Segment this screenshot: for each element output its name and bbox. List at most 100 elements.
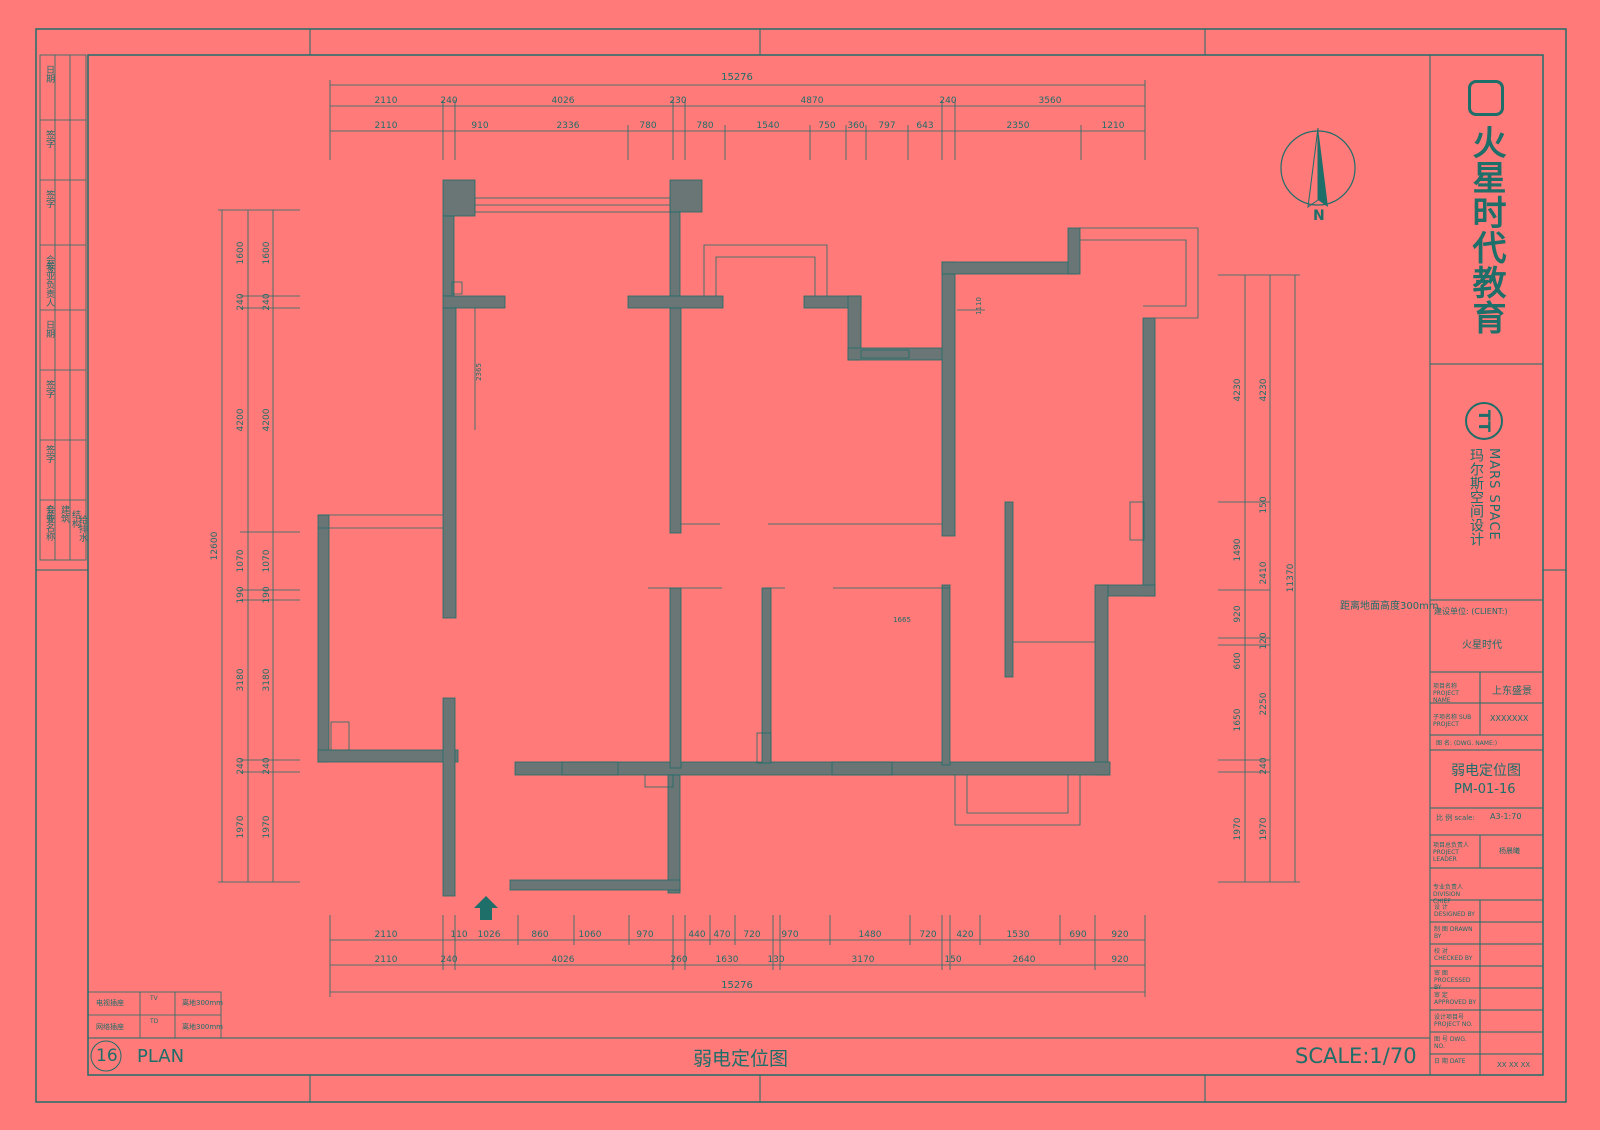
dimension-label: 470 [713,930,730,940]
title-block-row-value: XX XX XX [1497,1061,1531,1069]
dimension-label: 150 [944,955,961,965]
left-strip-text: 签字 [44,445,54,463]
dimension-label: 1630 [716,955,739,965]
legend-row-note: 离地300mm [182,999,223,1007]
dimension-label: 2110 [375,96,398,106]
dimension-label: 240 [262,293,272,310]
dimension-label: 920 [1111,955,1128,965]
dimension-label: 2365 [475,363,483,381]
dimension-label: 2110 [375,955,398,965]
dimension-label: 1970 [1259,817,1269,840]
north-label: N [1313,208,1325,224]
sub-project-value: XXXXXXX [1490,714,1529,723]
dimension-label: 2110 [375,930,398,940]
floor-plan-walls [317,179,1156,897]
dimension-label: 2410 [1259,561,1269,584]
scale-label: 比 例 scale: [1436,814,1475,822]
client-label: 建设单位: (CLIENT:) [1434,607,1508,616]
left-strip-text: 签字 [44,130,54,148]
partner-name-en: MARS SPACE [1486,448,1501,541]
left-strip [39,54,87,561]
dimension-label: 1970 [1233,817,1243,840]
dimension-label: 690 [1069,930,1086,940]
dimension-label: 797 [878,121,895,131]
dimension-label: 4230 [1259,378,1269,401]
dimension-lines [218,80,1300,997]
title-block-row-label: 图 号 DWG. NO. [1434,1036,1467,1050]
legend-row-symbol: TV [150,995,158,1002]
dimension-label: 240 [236,757,246,774]
title-block-row-label: 审 图 PROCESSED BY [1434,970,1471,991]
dimension-label: 4026 [552,96,575,106]
dimension-label: 1970 [262,815,272,838]
dimension-label: 970 [636,930,653,940]
dimension-label: 240 [440,955,457,965]
dimension-label: 230 [669,96,686,106]
dimension-label: 1970 [236,815,246,838]
title-block-row-label: 日 期 DATE [1434,1058,1466,1065]
dimension-label: 240 [236,293,246,310]
left-strip-text: 专业负责人 [44,262,54,307]
sub-project-label: 子项名称 SUB PROJECT [1433,714,1472,728]
dimension-label: 720 [919,930,936,940]
brand-name: 火星时代教育 [1466,125,1506,335]
left-strip-text: 会签 [44,255,54,273]
dimension-label: 860 [531,930,548,940]
dimension-label: 600 [1233,652,1243,669]
dimension-label: 130 [767,955,784,965]
dimension-label: 920 [1111,930,1128,940]
north-arrow [1280,127,1356,209]
left-strip-text: 给排水 [77,515,87,542]
dimension-label: 190 [262,586,272,603]
legend-row-name: 电视插座 [96,999,124,1007]
drawing-name-label: 图 名: (DWG. NAME:) [1436,740,1498,747]
dimension-label: 240 [939,96,956,106]
dimension-label: 970 [781,930,798,940]
dimension-label: 190 [236,586,246,603]
dimension-total: 11370 [1286,563,1296,592]
partner-logo-icon: TT [1465,402,1503,440]
inner-border [87,54,1544,1076]
dimension-label: 4230 [1233,378,1243,401]
scale-value: A3-1:70 [1490,812,1522,821]
title-block-row-label: 审 定 APPROVED BY [1434,992,1477,1006]
dimension-label: 1210 [1102,121,1125,131]
bottom-title-strip [88,1037,1430,1072]
dimension-total: 15276 [721,980,753,991]
dimension-label: 240 [440,96,457,106]
dimension-label: 1110 [975,297,983,315]
client-value: 火星时代 [1462,640,1502,651]
dimension-label: 2110 [375,121,398,131]
dimension-label: 4870 [801,96,824,106]
dimension-total: 15276 [721,72,753,83]
title-block-row-label: 制 图 DRAWN BY [1434,926,1473,940]
dimension-label: 1070 [236,549,246,572]
drawing-code: PM-01-16 [1454,782,1516,797]
dimension-label: 440 [688,930,705,940]
left-strip-text: 日期 [44,320,54,338]
dimension-label: 1070 [262,549,272,572]
project-value: 上东盛景 [1492,686,1532,697]
dimension-label: 110 [450,930,467,940]
dimension-label: 780 [639,121,656,131]
dimension-label: 1026 [478,930,501,940]
legend-row-name: 网络插座 [96,1023,124,1031]
legend-row-symbol: TD [150,1018,159,1025]
dimension-label: 3560 [1039,96,1062,106]
dimension-label: 1480 [859,930,882,940]
left-strip-text: 专业名称 [44,505,54,541]
dimension-label: 2350 [1007,121,1030,131]
dimension-label: 240 [262,757,272,774]
dimension-label: 420 [956,930,973,940]
outer-frame [35,28,1567,1103]
leader-value: 杨晨曦 [1499,847,1520,855]
dimension-total: 12600 [210,531,220,560]
dimension-label: 4026 [552,955,575,965]
title-block-row-label: 设 计 DESIGNED BY [1434,904,1475,918]
sheet-number: 16 [96,1046,118,1066]
project-label: 项目名称 PROJECT NAME [1433,683,1459,704]
left-strip-text: 建筑 [59,505,69,523]
brand-logo-icon [1468,80,1504,116]
dimension-label: 1600 [262,241,272,264]
